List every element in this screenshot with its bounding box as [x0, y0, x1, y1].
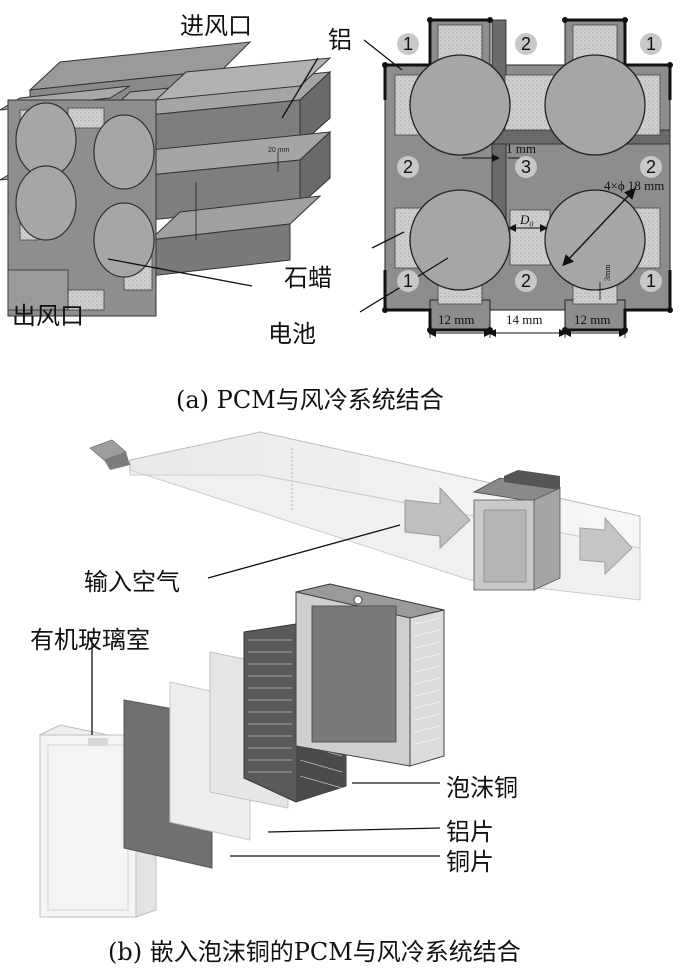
- input-air-label: 输入空气: [84, 568, 180, 596]
- width-mid-dimension: 14 mm: [506, 312, 543, 327]
- outlet-label: 出风口: [12, 302, 84, 330]
- cell-number: 2: [515, 33, 537, 55]
- exploded-layers: [38, 583, 445, 918]
- pack-3d: 20 mm: [0, 41, 332, 317]
- diameter-dimension: 4×ϕ 18 mm: [604, 178, 665, 193]
- aluminum-label: 铝: [328, 26, 352, 54]
- paraffin-label: 石蜡: [284, 264, 332, 292]
- cell-number: 1: [640, 270, 662, 292]
- leaders-3d: [107, 57, 319, 287]
- cell-number: 2: [397, 156, 419, 178]
- cross-section: [382, 17, 673, 338]
- width-left-dimension: 12 mm: [438, 312, 475, 327]
- aluminum-sheet-label: 铝片: [446, 818, 494, 846]
- leaders-b: [91, 524, 441, 857]
- acrylic-chamber-label: 有机玻璃室: [30, 626, 150, 654]
- caption-b: (b) 嵌入泡沫铜的PCM与风冷系统结合: [108, 938, 521, 966]
- copper-sheet-label: 铜片: [446, 848, 494, 876]
- gap-dimension: 1 mm: [506, 141, 536, 156]
- d0-dimension: D₀: [520, 212, 534, 227]
- cell-number: 1: [640, 33, 662, 55]
- inlet-label: 进风口: [180, 12, 252, 40]
- cell-number: 1: [397, 33, 419, 55]
- cell-number: 2: [640, 156, 662, 178]
- cell-number: 3: [515, 156, 537, 178]
- cell-number: 2: [515, 270, 537, 292]
- width-right-dimension: 12 mm: [574, 312, 611, 327]
- small-tag-dimension: 3mm: [603, 264, 612, 281]
- caption-a: (a) PCM与风冷系统结合: [176, 386, 444, 414]
- cell-number: 1: [397, 270, 419, 292]
- copper-foam-label: 泡沫铜: [446, 774, 518, 802]
- battery-label: 电池: [268, 320, 316, 348]
- svg-text:20 mm: 20 mm: [268, 147, 290, 154]
- air-duct: [89, 431, 641, 601]
